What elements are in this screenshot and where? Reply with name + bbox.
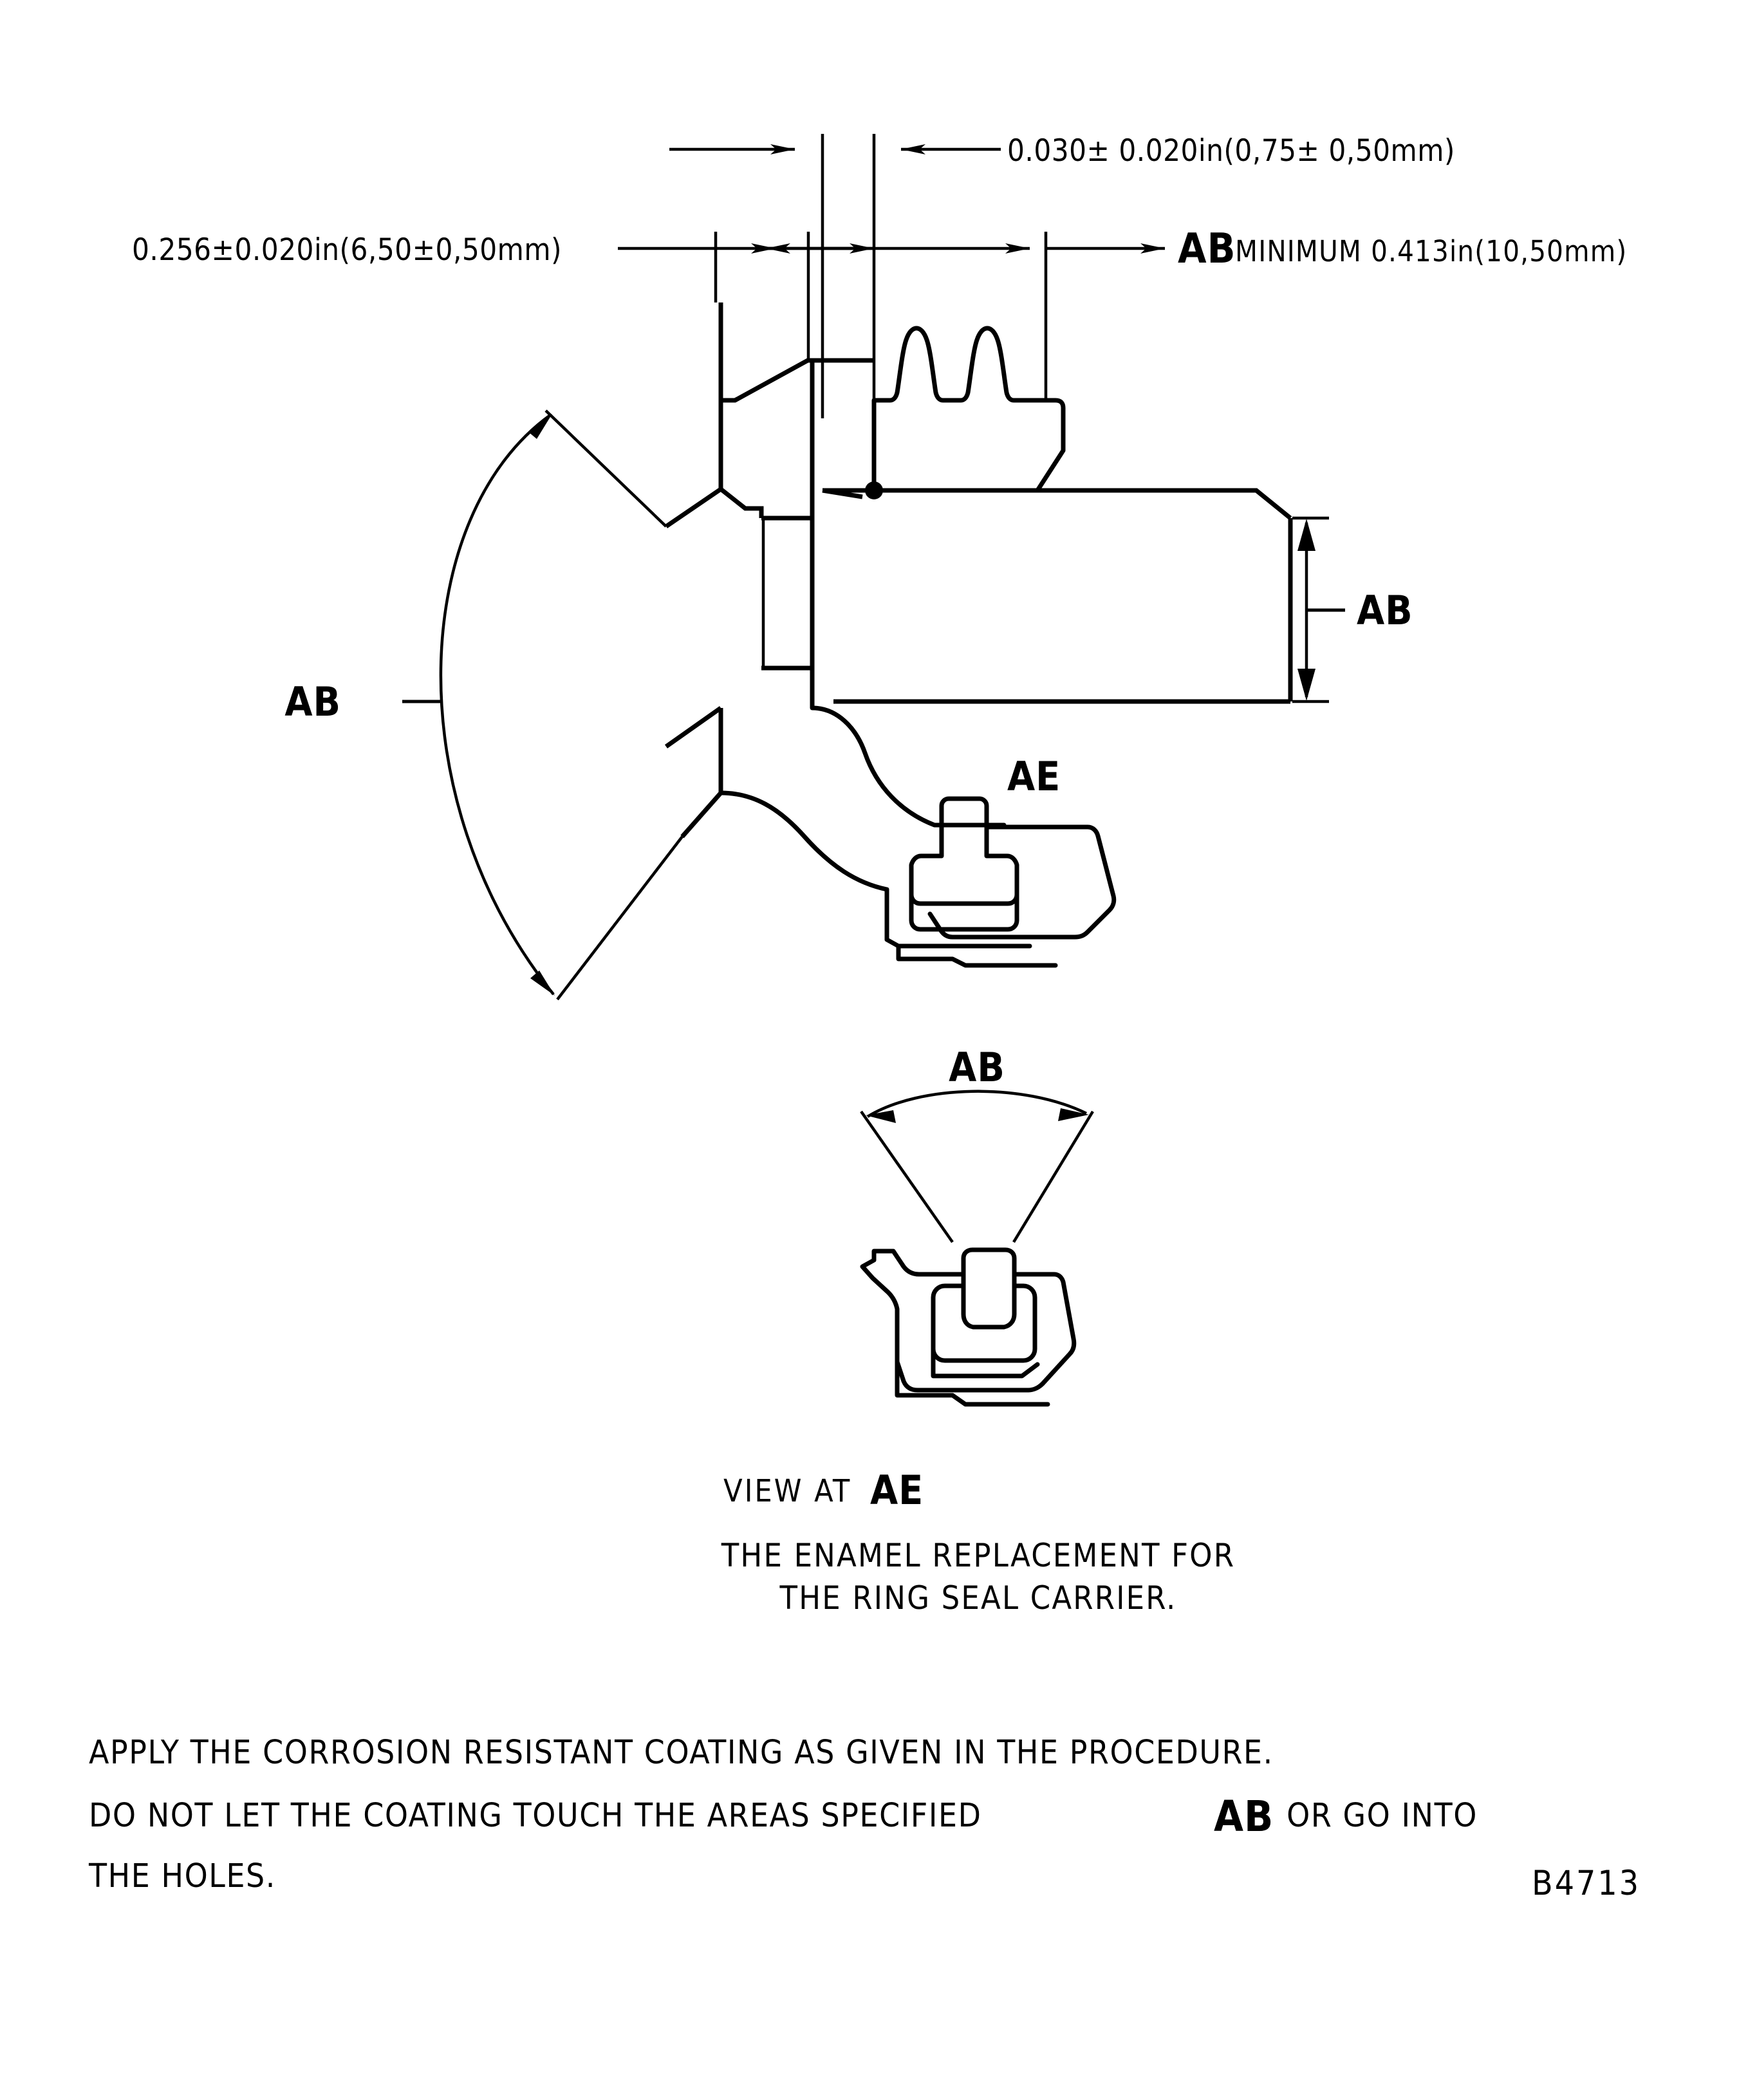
- upper-flange-chamfer: [718, 302, 874, 403]
- tab-outer-right: [927, 824, 1117, 940]
- shaft-top-chamfer: [822, 488, 863, 499]
- ab-minimum-text: MINIMUM 0.413in(10,50mm): [1226, 234, 1627, 268]
- lower-hook-upper-edge: [810, 705, 1007, 828]
- tab-lower-band: [909, 892, 1019, 932]
- ab-arc-arrow-top: [529, 414, 552, 439]
- lower-notch-edge-up: [664, 706, 723, 748]
- ab-label-arc-left: AB: [284, 678, 341, 725]
- ab-minimum-symbol: AB: [1178, 225, 1236, 273]
- view-at-label: VIEW AT: [723, 1473, 862, 1509]
- ab-arc-curve: [439, 414, 555, 996]
- flange-shoulder-step: [719, 487, 764, 518]
- detail-tab-shelf: [931, 1330, 1040, 1379]
- detail-tab-collar: [931, 1283, 1037, 1363]
- junction-node-dot: [865, 481, 883, 499]
- detail-tab-center: [961, 1247, 1017, 1330]
- detail-caption-line2: THE RING SEAL CARRIER.: [779, 1579, 1177, 1617]
- view-at-symbol: AE: [870, 1467, 924, 1514]
- ab-arc-extension-upper: [544, 409, 667, 528]
- detail-ab-arrow-left: [866, 1110, 896, 1123]
- detail-view-ae: AB: [860, 1044, 1094, 1407]
- note-ab-symbol: AB: [1214, 1792, 1274, 1841]
- groove-rectangle: [761, 516, 815, 671]
- ae-tab-pictorial-main: [884, 796, 1117, 968]
- ae-label-main: AE: [1007, 753, 1061, 800]
- lower-hook-lower-edge: [718, 790, 889, 923]
- detail-body-base: [895, 1359, 1050, 1407]
- dimension-flange-text: 0.256±0.020in(6,50±0,50mm): [132, 232, 562, 268]
- tab-base-foot: [896, 943, 1058, 968]
- detail-caption-line1: THE ENAMEL REPLACEMENT FOR: [721, 1537, 1235, 1574]
- tab-inner-shape: [909, 796, 1019, 906]
- seal-lip-profile: [871, 326, 1066, 498]
- ab-arc-arrow-bottom: [530, 971, 555, 996]
- detail-ab-arc: [866, 1090, 1087, 1118]
- note-line-2-b: OR GO INTO: [1276, 1797, 1478, 1835]
- drawing-reference-number: B4713: [1532, 1864, 1641, 1903]
- ab-dim-arrow-bottom: [1297, 669, 1315, 701]
- shaft-top-face: [823, 488, 1292, 520]
- ab-label-right: AB: [1357, 587, 1413, 634]
- dimension-gap-text: 0.030± 0.020in(0,75± 0,50mm): [1007, 133, 1455, 169]
- detail-ext-right: [1012, 1110, 1094, 1243]
- note-line-3: THE HOLES.: [88, 1857, 276, 1895]
- detail-body-right: [971, 1272, 1077, 1393]
- tab-base-ledge: [884, 918, 1032, 949]
- ab-dim-arrow-top: [1297, 519, 1315, 551]
- part-cross-section: [664, 302, 1293, 923]
- ab-arc-extension-lower: [556, 835, 683, 1001]
- detail-body-left: [860, 1249, 976, 1393]
- detail-ext-left: [860, 1110, 954, 1243]
- note-line-2-a: DO NOT LET THE COATING TOUCH THE AREAS S…: [89, 1797, 992, 1835]
- ab-vertical-dimension: [1292, 516, 1345, 703]
- ab-label-detail: AB: [949, 1044, 1005, 1091]
- dimension-flange-0256: [618, 232, 1165, 400]
- flange-notch-edge: [665, 487, 722, 528]
- lower-notch-edge-down: [680, 791, 723, 839]
- note-line-1: APPLY THE CORROSION RESISTANT COATING AS…: [89, 1734, 1274, 1772]
- detail-ab-arrow-right: [1058, 1108, 1089, 1121]
- ab-coating-arc-main: [402, 409, 683, 1001]
